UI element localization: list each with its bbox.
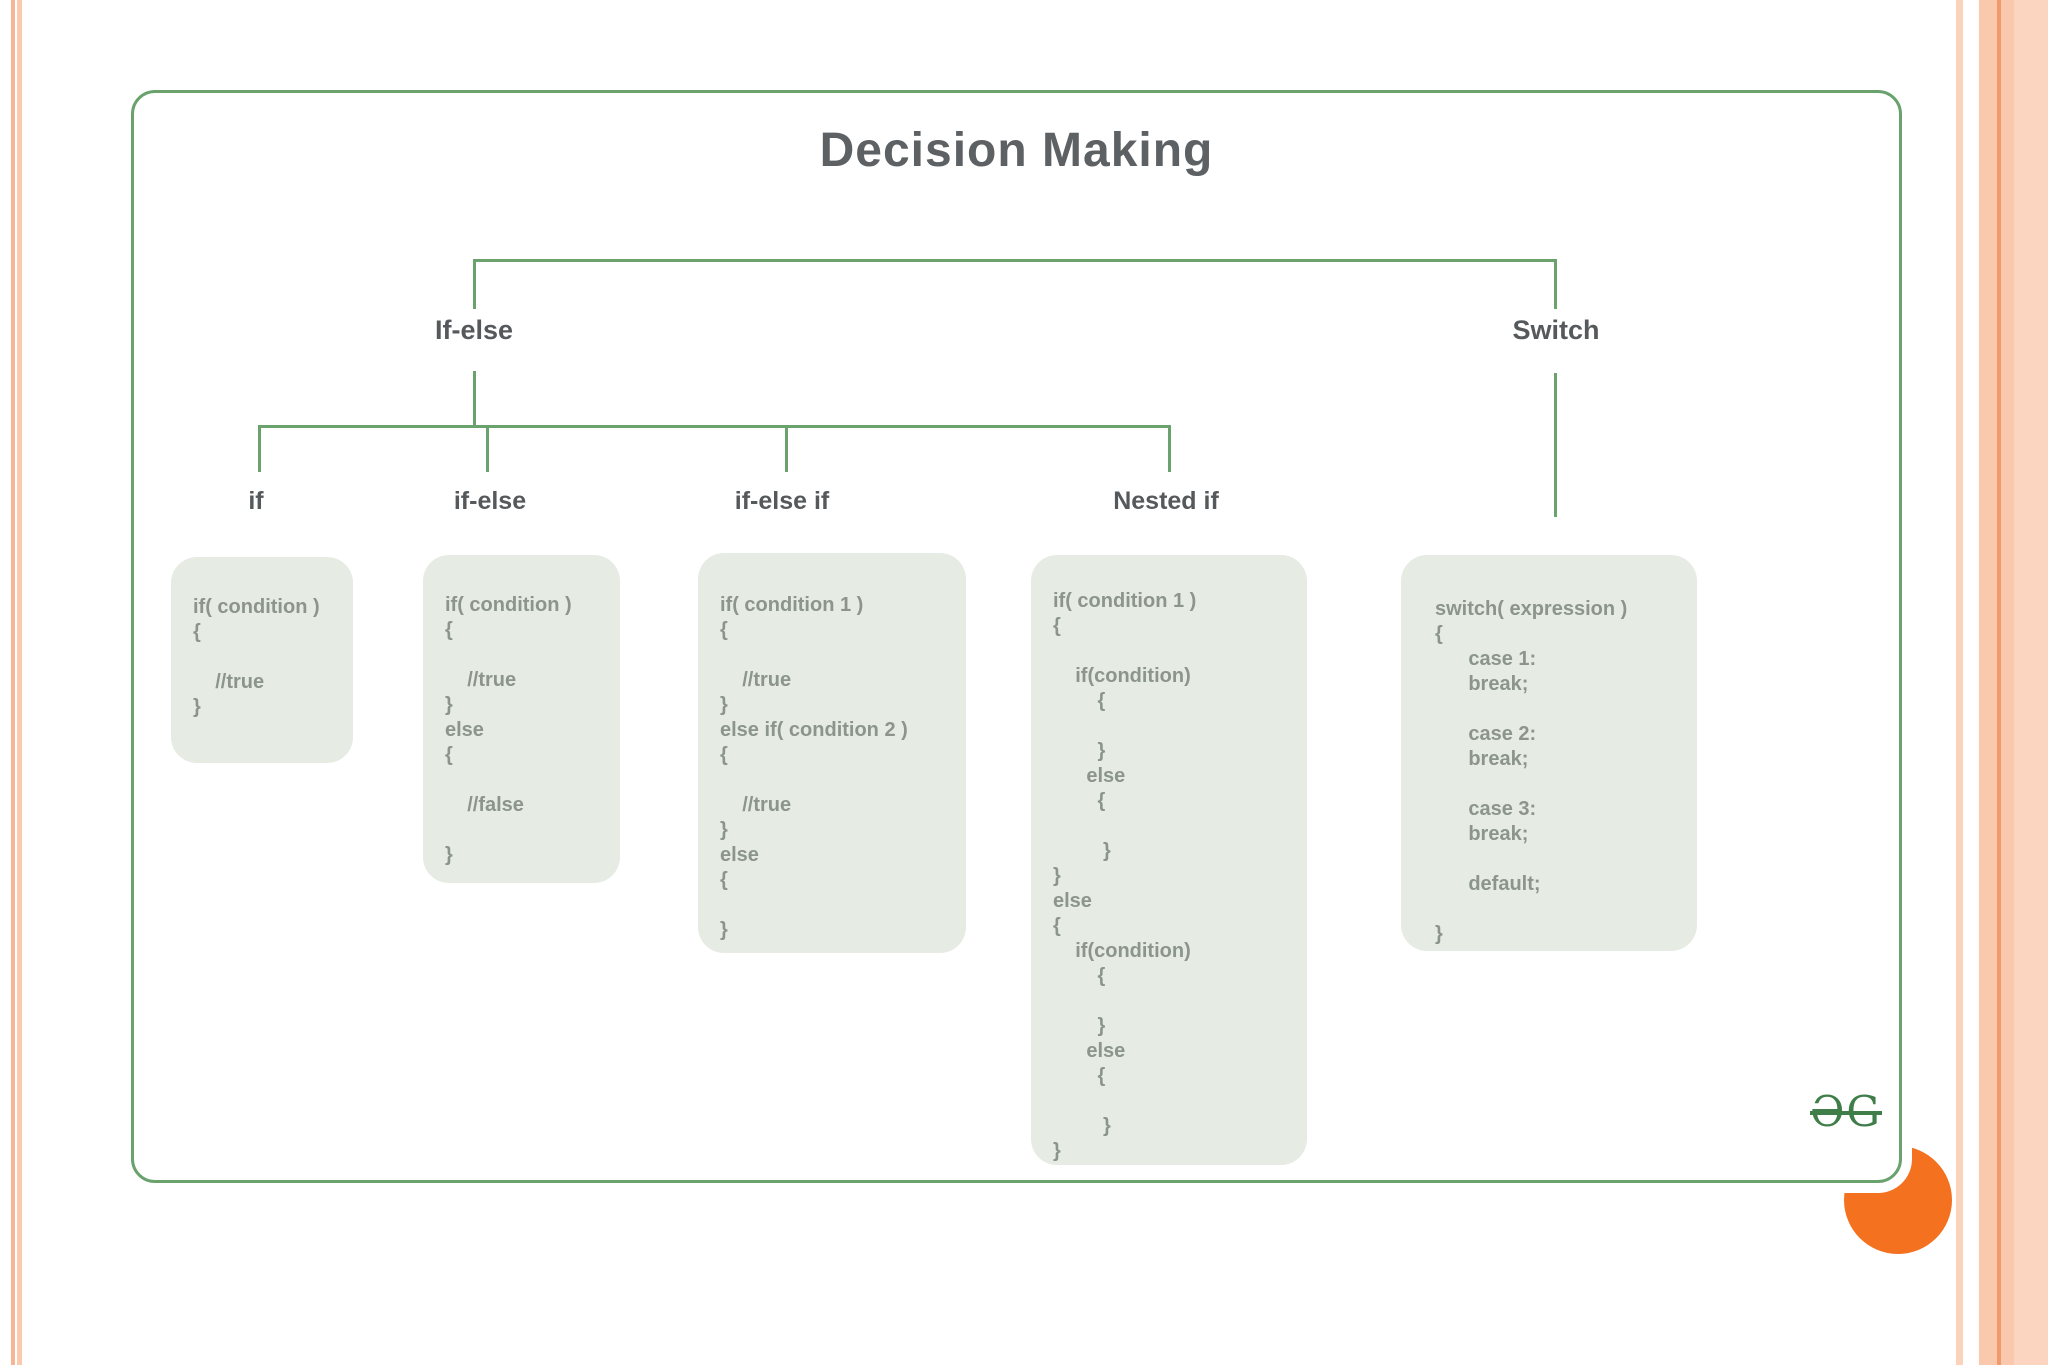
connector-drop-if-else [486, 425, 489, 472]
side-stripe-right-3 [1997, 0, 2001, 1365]
code-box-if-else: if( condition ) { //true } else { //fals… [423, 555, 620, 883]
connector-level2-horizontal [258, 425, 1171, 428]
connector-level1-horizontal [474, 259, 1557, 262]
code-text-nested-if: if( condition 1 ) { if(condition) { } el… [1053, 590, 1197, 1162]
connector-level1-left-drop [473, 259, 476, 309]
code-text-switch: switch( expression ) { case 1: break; ca… [1435, 598, 1628, 945]
connector-ifelse-lower-drop [473, 371, 476, 428]
code-box-if-else-if: if( condition 1 ) { //true } else if( co… [698, 553, 966, 953]
geeksforgeeks-logo: ƏG [1810, 1087, 1882, 1136]
side-stripe-right-2 [1979, 0, 1997, 1365]
connector-switch-drop [1554, 373, 1557, 517]
code-box-if: if( condition ) { //true } [171, 557, 353, 763]
code-text-if-else: if( condition ) { //true } else { //fals… [445, 594, 572, 866]
connector-drop-if-else-if [785, 425, 788, 472]
diagram-border-panel: Decision Making If-else Switch if if-els… [131, 90, 1902, 1183]
child-label-if: if [248, 487, 264, 515]
connector-drop-if [258, 425, 261, 472]
code-text-if-else-if: if( condition 1 ) { //true } else if( co… [720, 594, 908, 941]
side-stripe-left-inner [17, 0, 22, 1365]
child-label-if-else: if-else [453, 487, 527, 515]
side-stripe-left-outer [11, 0, 15, 1365]
connector-level1-right-drop [1554, 259, 1557, 309]
side-stripe-right-1 [1956, 0, 1963, 1365]
side-stripe-right-4 [2001, 0, 2014, 1365]
page-title: Decision Making [819, 124, 1214, 177]
connector-drop-nested-if [1168, 425, 1171, 472]
code-box-switch: switch( expression ) { case 1: break; ca… [1401, 555, 1697, 951]
side-stripe-right-5 [2014, 0, 2048, 1365]
code-text-if: if( condition ) { //true } [193, 596, 320, 718]
child-label-nested-if: Nested if [1113, 487, 1219, 515]
code-box-nested-if: if( condition 1 ) { if(condition) { } el… [1031, 555, 1307, 1165]
branch-label-switch: Switch [1512, 315, 1600, 345]
branch-label-if-else: If-else [434, 315, 514, 345]
child-label-if-else-if: if-else if [734, 487, 830, 515]
